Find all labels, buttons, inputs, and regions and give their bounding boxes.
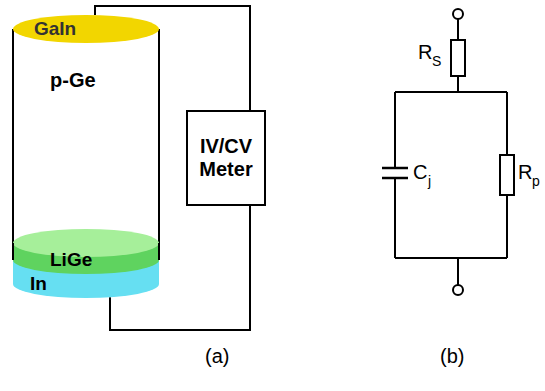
gain-contact: GaIn bbox=[12, 14, 160, 44]
lige-layer: LiGe bbox=[12, 228, 160, 274]
wire bbox=[395, 257, 507, 259]
wire bbox=[394, 92, 396, 168]
germanium-crystal-shape bbox=[12, 29, 160, 243]
component-subscript: S bbox=[432, 54, 441, 68]
contact-ellipse bbox=[13, 15, 159, 43]
component-subscript: p bbox=[532, 174, 540, 188]
capacitor-symbol bbox=[382, 167, 408, 170]
component-subscript: j bbox=[428, 174, 431, 188]
node-label: IV/CV Meter bbox=[189, 135, 263, 181]
node-label: p-Ge bbox=[50, 69, 96, 92]
node-label: GaIn bbox=[34, 18, 76, 40]
cylinder-side bbox=[12, 243, 14, 260]
node-label: In bbox=[30, 273, 47, 295]
component-label: R bbox=[518, 162, 532, 182]
germanium-crystal: p-Ge bbox=[12, 29, 160, 243]
component-label: C bbox=[413, 162, 427, 182]
wire bbox=[394, 178, 396, 258]
layer-band bbox=[13, 260, 159, 298]
wire bbox=[506, 92, 508, 155]
panel-label: (a) bbox=[205, 346, 229, 366]
component-label: R bbox=[418, 42, 432, 62]
wire bbox=[457, 258, 459, 285]
wire bbox=[395, 91, 507, 93]
cylinder-side bbox=[158, 29, 160, 243]
cylinder-side bbox=[12, 29, 14, 243]
panel-label: (b) bbox=[440, 346, 464, 366]
resistor-symbol bbox=[500, 155, 514, 195]
cylinder-side bbox=[158, 243, 160, 260]
wire bbox=[457, 76, 459, 92]
meter-box: IV/CV Meter bbox=[186, 110, 266, 206]
terminal bbox=[453, 9, 463, 19]
resistor-symbol bbox=[451, 40, 465, 76]
wire bbox=[506, 195, 508, 258]
node-label: LiGe bbox=[50, 249, 92, 271]
terminal bbox=[453, 285, 463, 295]
wire bbox=[457, 19, 459, 40]
